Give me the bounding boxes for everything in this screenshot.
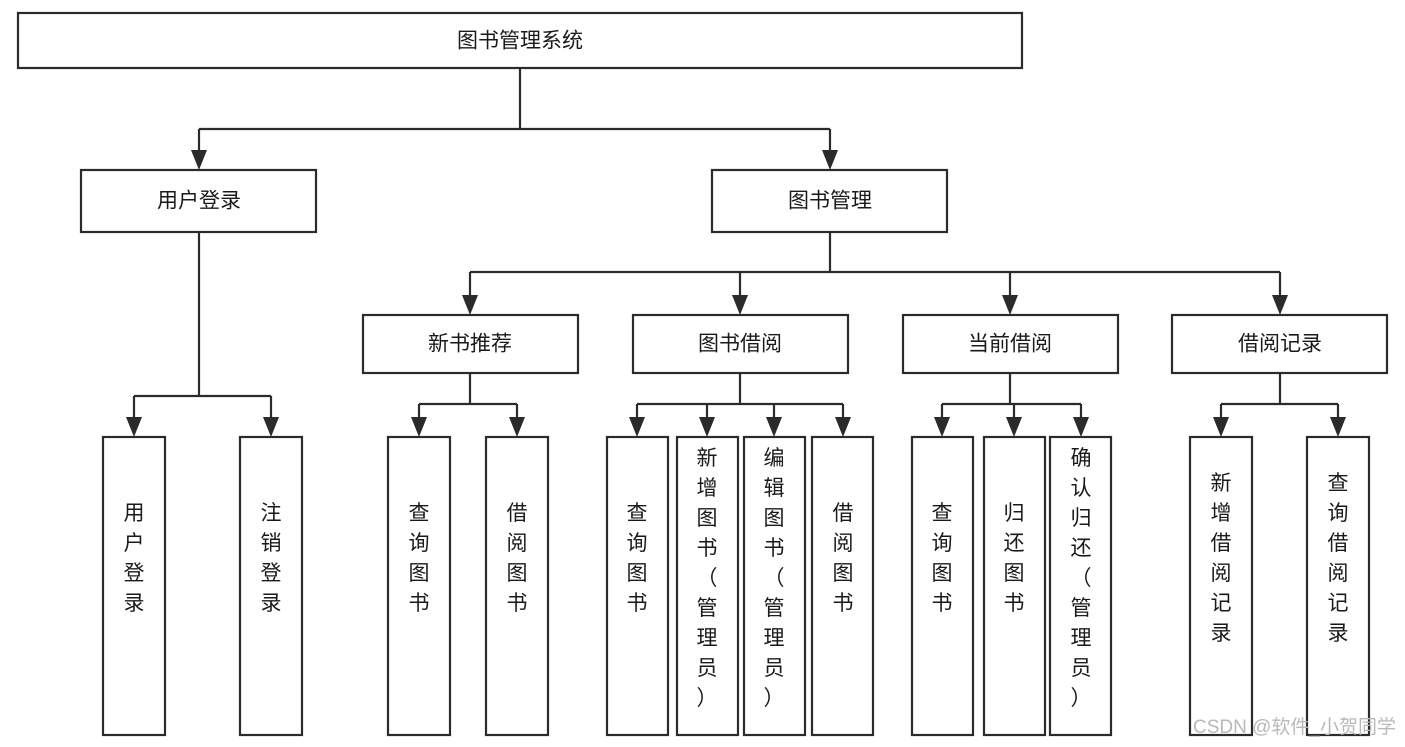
leaf-add-book-admin-label: 新增图书（管理员）	[697, 447, 718, 710]
leaf-return-book-box[interactable]	[982, 435, 1047, 737]
arrow-bookmgmt-to-book-borrow	[732, 295, 748, 315]
node-borrow-record-label: 借阅记录	[1238, 333, 1322, 356]
node-book-borrow-box[interactable]	[631, 313, 850, 375]
leaf-borrow-book-2-label: 借阅图书	[833, 502, 854, 615]
arrow-borrow-to-add-book	[699, 417, 715, 437]
arrow-borrow-to-borrow-book	[835, 417, 851, 437]
arrow-bookmgmt-to-new-book-recommend	[462, 295, 478, 315]
connector-current-borrow-bus	[940, 373, 1083, 423]
node-user-login-box[interactable]	[79, 168, 318, 234]
leaf-borrow-book-2-box[interactable]	[810, 435, 875, 737]
arrow-record-to-query-record	[1330, 417, 1346, 437]
node-user-login-label: 用户登录	[157, 190, 241, 213]
arrow-record-to-add-record	[1213, 417, 1229, 437]
connector-layer	[126, 68, 1346, 437]
leaf-edit-book-admin-label: 编辑图书（管理员）	[764, 447, 785, 710]
leaf-user-login[interactable]: 用户登录	[101, 435, 167, 737]
node-root[interactable]: 图书管理系统	[16, 11, 1024, 70]
arrow-borrow-to-edit-book	[766, 417, 782, 437]
arrow-user-login-to-leaf-user-login	[126, 417, 142, 437]
node-new-book-recommend-label: 新书推荐	[428, 333, 512, 356]
csdn-watermark: CSDN @软件_小贺同学	[1193, 716, 1396, 738]
leaf-query-borrow-record[interactable]: 查询借阅记录	[1305, 435, 1371, 737]
leaf-query-book-2-box[interactable]	[605, 435, 670, 737]
connector-user-login-bus	[132, 232, 273, 423]
node-book-management-box[interactable]	[710, 168, 949, 234]
arrow-root-to-book-management	[822, 150, 838, 170]
leaf-logout[interactable]: 注销登录	[238, 435, 304, 737]
leaf-query-book-3-label: 查询图书	[932, 502, 953, 615]
node-root-box[interactable]	[16, 11, 1024, 70]
arrow-current-to-confirm-return	[1073, 417, 1089, 437]
arrow-bookmgmt-to-current-borrow	[1002, 295, 1018, 315]
node-book-borrow[interactable]: 图书借阅	[631, 313, 850, 375]
arrow-borrow-to-query-book	[629, 417, 645, 437]
leaf-borrow-book-1[interactable]: 借阅图书	[484, 435, 550, 737]
leaf-logout-label: 注销登录	[261, 502, 282, 615]
node-current-borrow-label: 当前借阅	[968, 333, 1052, 356]
arrow-current-to-query-book	[934, 417, 950, 437]
leaf-confirm-return-admin-label: 确认归还（管理员）	[1071, 447, 1092, 710]
leaf-return-book[interactable]: 归还图书	[982, 435, 1047, 737]
connector-new-book-recommend-bus	[417, 373, 519, 423]
node-book-management-label: 图书管理	[788, 190, 872, 213]
node-user-login[interactable]: 用户登录	[79, 168, 318, 234]
arrow-root-to-user-login	[191, 150, 207, 170]
leaf-query-book-3-box[interactable]	[910, 435, 975, 737]
leaf-confirm-return-admin[interactable]: 确认归还（管理员）	[1048, 435, 1113, 737]
node-borrow-record-box[interactable]	[1170, 313, 1389, 375]
node-book-management[interactable]: 图书管理	[710, 168, 949, 234]
arrow-user-login-to-leaf-logout	[263, 417, 279, 437]
leaf-return-book-label: 归还图书	[1004, 502, 1025, 615]
leaf-borrow-book-1-box[interactable]	[484, 435, 550, 737]
node-book-borrow-label: 图书借阅	[698, 333, 782, 356]
leaf-edit-book-admin[interactable]: 编辑图书（管理员）	[742, 435, 807, 737]
leaf-add-borrow-record[interactable]: 新增借阅记录	[1188, 435, 1254, 737]
leaf-edit-book-admin-box[interactable]	[742, 435, 807, 737]
leaf-query-book-3[interactable]: 查询图书	[910, 435, 975, 737]
leaf-query-borrow-record-label: 查询借阅记录	[1328, 472, 1349, 645]
connector-book-borrow-bus	[635, 373, 845, 423]
node-current-borrow[interactable]: 当前借阅	[901, 313, 1120, 375]
leaf-logout-box[interactable]	[238, 435, 304, 737]
arrow-bookmgmt-to-borrow-record	[1272, 295, 1288, 315]
connector-bookmgmt-bus	[468, 232, 1282, 301]
leaf-user-login-label: 用户登录	[124, 502, 145, 615]
arrow-recommend-to-query-book	[411, 417, 427, 437]
leaf-query-book-1-label: 查询图书	[409, 502, 430, 615]
leaf-query-book-2-label: 查询图书	[627, 502, 648, 615]
leaf-borrow-book-1-label: 借阅图书	[507, 502, 528, 615]
leaf-add-book-admin-box[interactable]	[675, 435, 740, 737]
node-new-book-recommend-box[interactable]	[361, 313, 580, 375]
leaf-add-borrow-record-label: 新增借阅记录	[1211, 472, 1232, 645]
arrow-recommend-to-borrow-book	[509, 417, 525, 437]
node-new-book-recommend[interactable]: 新书推荐	[361, 313, 580, 375]
node-current-borrow-box[interactable]	[901, 313, 1120, 375]
leaf-confirm-return-admin-box[interactable]	[1048, 435, 1113, 737]
leaf-query-book-2[interactable]: 查询图书	[605, 435, 670, 737]
node-root-label: 图书管理系统	[457, 30, 583, 53]
leaf-borrow-book-2[interactable]: 借阅图书	[810, 435, 875, 737]
leaf-add-borrow-record-box[interactable]	[1188, 435, 1254, 737]
arrow-current-to-return-book	[1006, 417, 1022, 437]
connector-root-bus	[197, 68, 832, 156]
leaf-add-book-admin[interactable]: 新增图书（管理员）	[675, 435, 740, 737]
node-borrow-record[interactable]: 借阅记录	[1170, 313, 1389, 375]
connector-borrow-record-bus	[1219, 373, 1340, 423]
leaf-query-borrow-record-box[interactable]	[1305, 435, 1371, 737]
leaf-query-book-1-box[interactable]	[386, 435, 452, 737]
leaf-user-login-box[interactable]	[101, 435, 167, 737]
leaf-query-book-1[interactable]: 查询图书	[386, 435, 452, 737]
